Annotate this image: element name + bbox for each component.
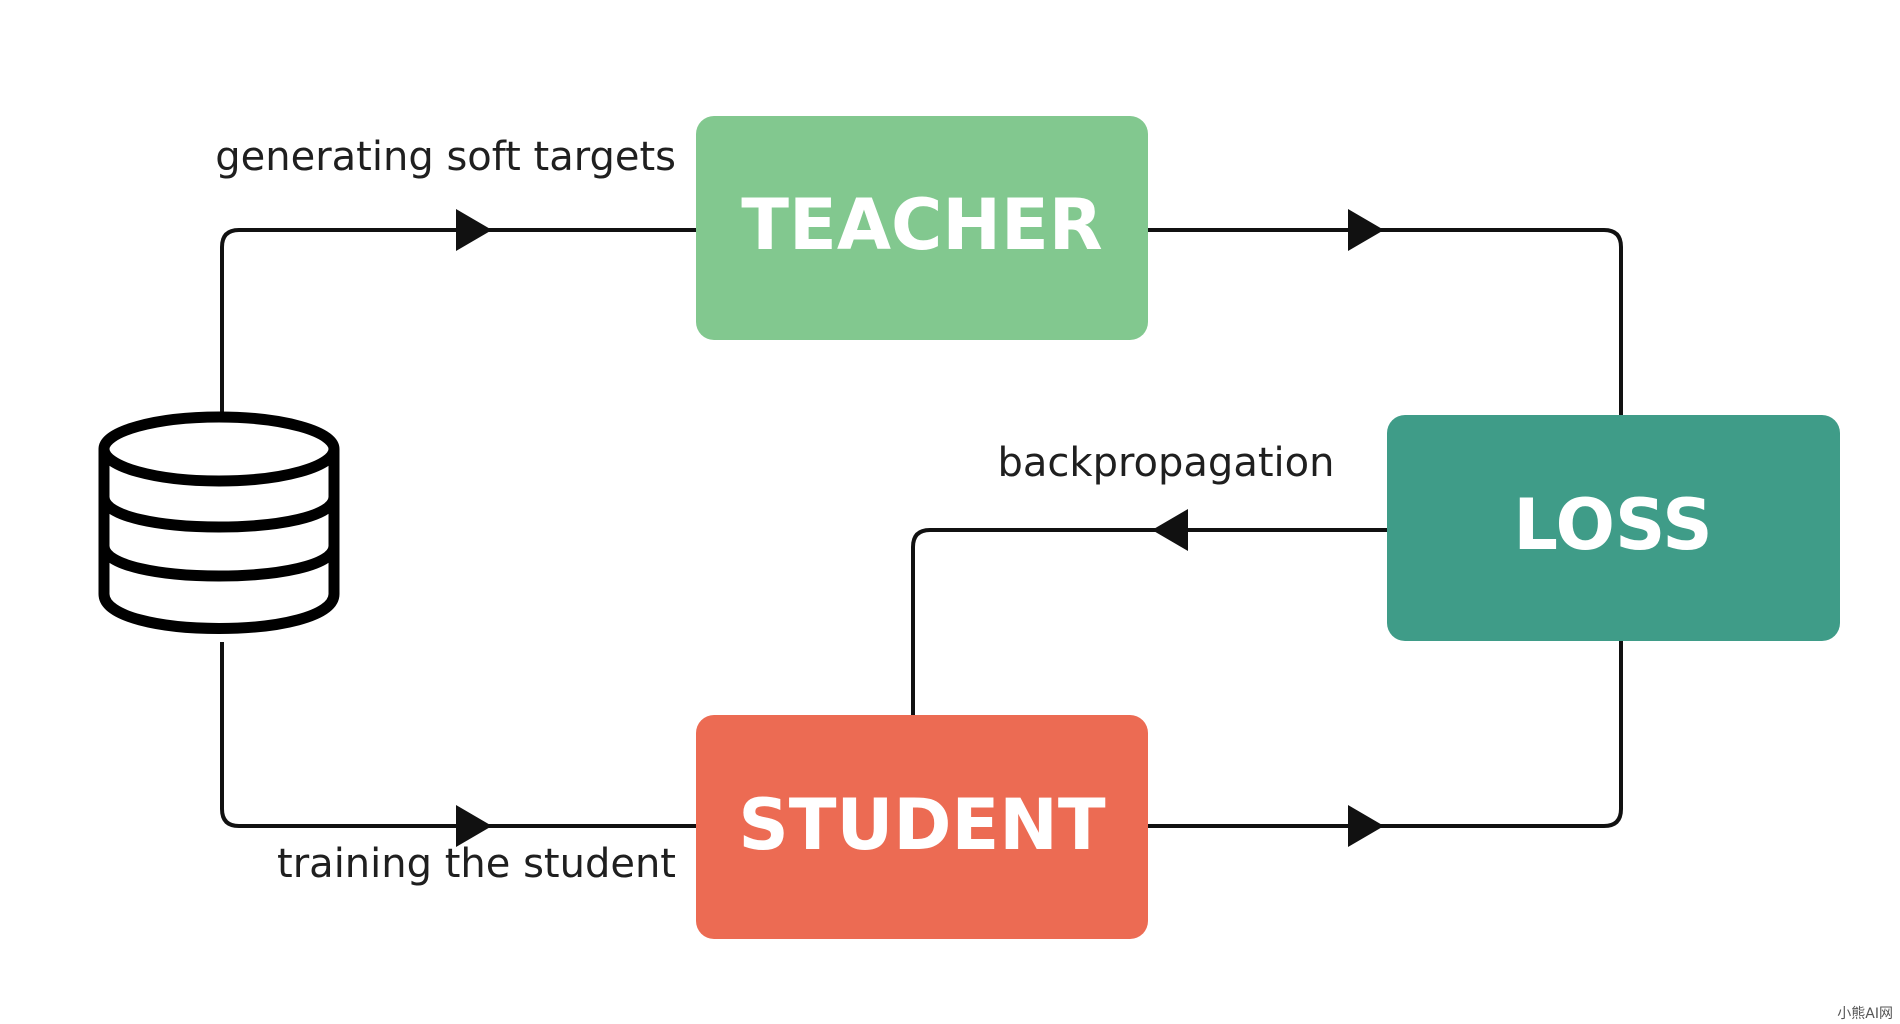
edge-data-to-teacher: [220, 228, 696, 412]
edge-student-to-loss: [1146, 640, 1623, 828]
student-label: STUDENT: [738, 784, 1106, 866]
arrow-data-to-teacher: [456, 209, 492, 251]
arrow-data-to-student: [456, 805, 492, 847]
arrow-backpropagation: [1152, 509, 1188, 551]
training-the-student-label: training the student: [277, 841, 676, 887]
edge-data-to-student: [220, 642, 696, 828]
arrow-teacher-to-loss: [1348, 209, 1384, 251]
watermark-text: 小熊AI网: [1837, 1006, 1893, 1022]
edge-teacher-to-loss: [1146, 228, 1623, 415]
teacher-box: [696, 116, 1148, 340]
database-icon: [98, 411, 340, 634]
generating-soft-targets-label: generating soft targets: [215, 134, 676, 180]
backpropagation-label: backpropagation: [998, 440, 1335, 486]
teacher-node: TEACHER: [696, 116, 1148, 340]
student-node: STUDENT: [696, 715, 1148, 939]
arrow-student-to-loss: [1348, 805, 1384, 847]
student-box: [696, 715, 1148, 939]
teacher-label: TEACHER: [741, 184, 1102, 266]
edge-backpropagation: [911, 528, 1387, 716]
loss-node: LOSS: [1387, 415, 1840, 641]
loss-label: LOSS: [1513, 484, 1712, 566]
loss-box: [1387, 415, 1840, 641]
